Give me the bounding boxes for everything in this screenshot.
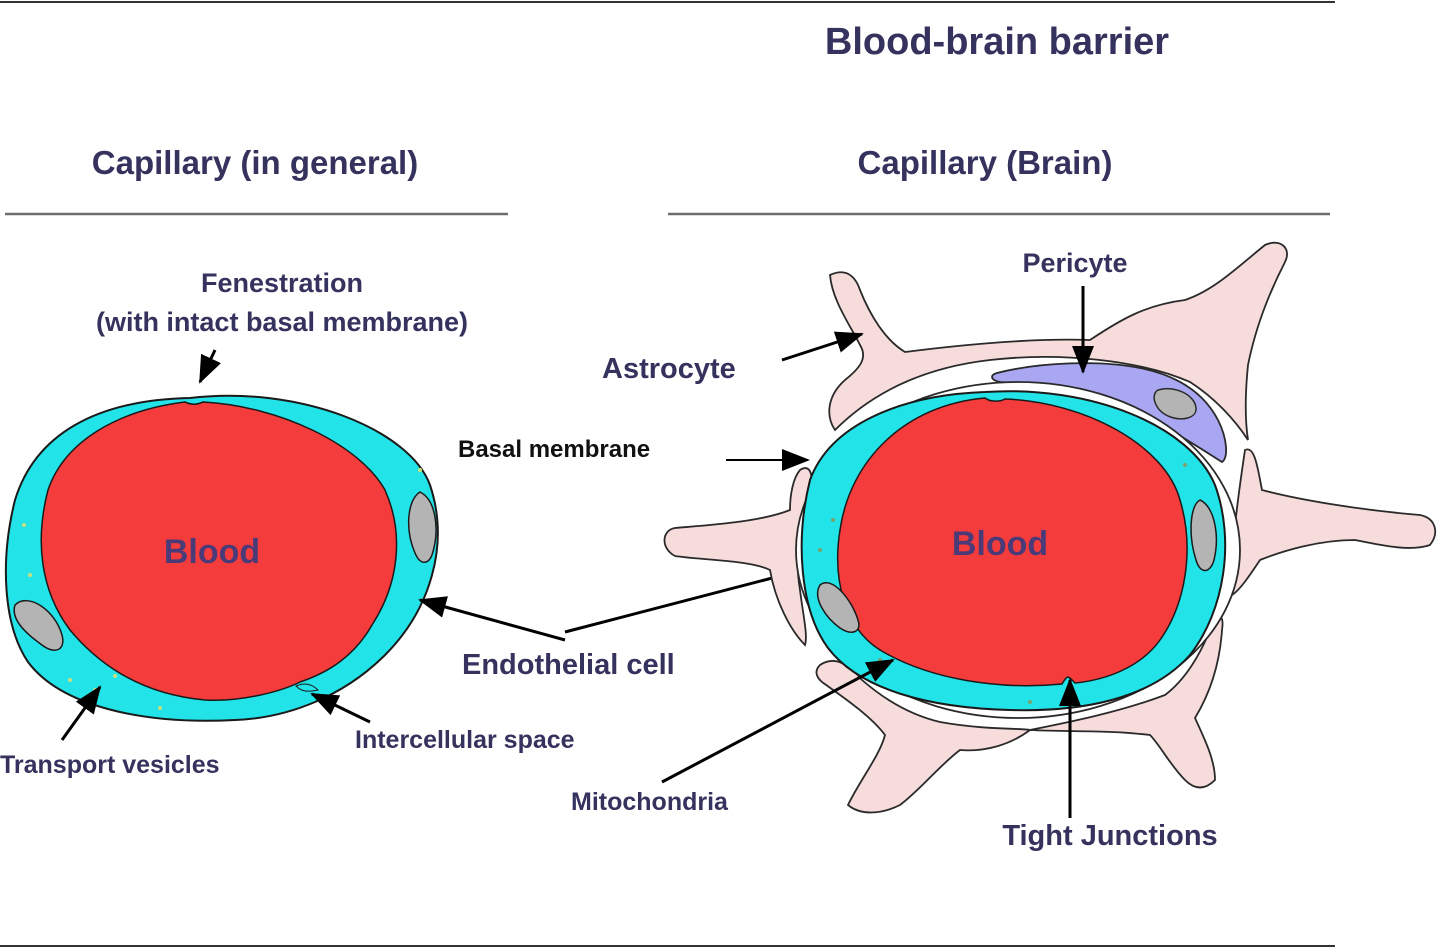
fenestration-label: Fenestration [201,268,363,298]
astrocyte-lower-left [815,660,1033,814]
right-capillary: Blood [663,241,1437,814]
astrocyte-lower-right [1029,615,1224,789]
pericyte-nucleus [1153,388,1197,420]
mitochondria-arrow [661,658,895,784]
pericyte-label: Pericyte [1022,248,1127,278]
tight-junctions-label: Tight Junctions [1002,820,1217,852]
intercellular-space-label: Intercellular space [355,726,575,754]
diagram-title: Blood-brain barrier [825,21,1169,63]
left-nucleus-left [13,599,64,651]
mitochondrion [1183,463,1187,467]
transport-vesicle [158,706,162,710]
transport-vesicle [28,573,32,577]
endothelial-cell-label: Endothelial cell [462,649,675,681]
mitochondrion [878,658,882,662]
endothelial-arrow-left [418,596,566,642]
left-nucleus-right [407,491,437,563]
transport-vesicles-label: Transport vesicles [0,751,220,779]
right-blood-label: Blood [952,525,1048,563]
basal-membrane-label: Basal membrane [458,436,650,463]
astrocyte-label: Astrocyte [602,353,736,385]
right-nucleus-right [1190,499,1218,572]
mitochondria-label: Mitochondria [571,788,729,816]
left-blood-label: Blood [164,533,260,571]
left-blood-region [40,401,398,702]
mitochondrion [831,518,835,522]
transport-vesicle [113,674,117,678]
transport-vesicle [22,523,26,527]
transport-vesicle [68,678,72,682]
mitochondrion [1028,700,1032,704]
left-heading: Capillary (in general) [92,144,418,181]
fenestration-sublabel: (with intact basal membrane) [96,307,468,337]
left-capillary: Blood [4,394,439,722]
intercellular-space-arrow [310,692,371,724]
transport-vesicle [418,468,422,472]
fenestration-arrow [198,349,221,384]
right-heading: Capillary (Brain) [858,144,1113,181]
astrocyte-upper [828,241,1288,441]
left-intercellular-cleft [295,683,320,692]
astrocyte-right [1230,448,1437,597]
transport-vesicles-arrow [60,685,102,741]
astrocyte-left [663,467,813,647]
astrocyte-arrow [781,331,864,362]
right-nucleus-left [817,582,860,633]
mitochondrion [818,548,822,552]
